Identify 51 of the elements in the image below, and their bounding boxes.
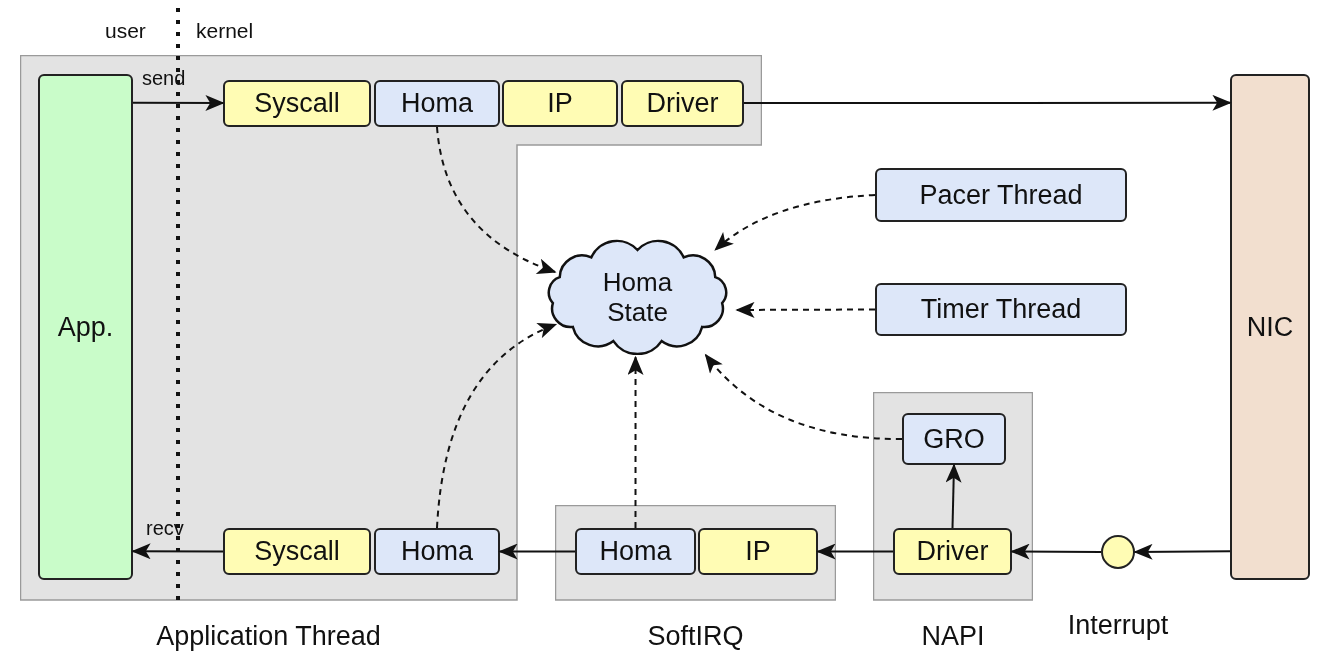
component-box xyxy=(875,168,1127,222)
node-label: NIC xyxy=(1246,313,1294,341)
side-label: user xyxy=(105,20,146,41)
dashed-arrow xyxy=(436,126,557,274)
node-label: Timer Thread xyxy=(920,296,1082,323)
side-label: kernel xyxy=(196,20,254,41)
node-label: Driver xyxy=(646,90,719,117)
region-title: SoftIRQ xyxy=(646,623,745,650)
arrow xyxy=(132,95,225,111)
node-caption: Interrupt xyxy=(1066,612,1170,639)
component-box xyxy=(38,74,133,580)
component-box xyxy=(575,528,696,575)
node-label: Homa xyxy=(401,538,473,565)
node-label: IP xyxy=(745,538,771,565)
node-label: App. xyxy=(57,313,114,341)
dashed-arrow xyxy=(436,323,558,529)
arrow xyxy=(816,543,894,560)
node-label: Syscall xyxy=(254,90,340,117)
component-box xyxy=(223,528,371,575)
arrow xyxy=(945,463,962,529)
dashed-arrow xyxy=(627,355,644,529)
dashed-arrow xyxy=(735,301,876,318)
node-label: Pacer Thread xyxy=(919,181,1083,209)
node-label: GRO xyxy=(923,425,985,453)
component-box xyxy=(1230,74,1310,580)
arrow xyxy=(1133,543,1231,560)
component-box xyxy=(875,283,1127,336)
arrow xyxy=(743,94,1232,111)
component-box xyxy=(502,80,618,127)
region-title: NAPI xyxy=(920,623,986,650)
component-box xyxy=(893,528,1012,575)
component-box xyxy=(374,80,500,127)
edge-label: send xyxy=(142,68,186,88)
component-box xyxy=(698,528,818,575)
component-box xyxy=(902,413,1006,465)
region-title: Application Thread xyxy=(155,623,382,650)
node-label: Homa xyxy=(401,90,473,117)
arrow xyxy=(498,543,576,560)
node-label: Driver xyxy=(916,538,989,565)
component-box xyxy=(223,80,371,127)
arrow xyxy=(131,543,224,560)
node-label: Syscall xyxy=(254,538,340,565)
edge-label: recv xyxy=(146,518,184,538)
node-label: Homa xyxy=(599,538,672,565)
arrow xyxy=(1010,543,1102,560)
node-label: Homa State xyxy=(601,266,674,327)
component-box xyxy=(621,80,744,127)
component-box xyxy=(374,528,500,575)
dashed-arrow xyxy=(714,194,876,251)
dashed-arrow xyxy=(704,353,903,440)
node-label: IP xyxy=(547,90,573,117)
